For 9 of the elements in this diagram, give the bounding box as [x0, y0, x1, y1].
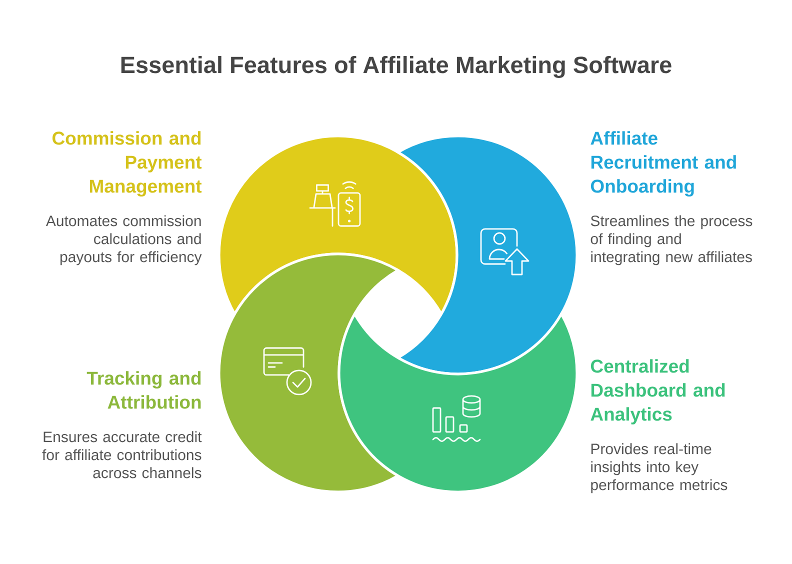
description: Automates commission calculations and payouts for efficiency — [46, 215, 202, 266]
heading: Centralized Dashboard and Analytics — [590, 359, 725, 424]
description: Ensures accurate credit for affiliate contributions across channels — [42, 431, 202, 478]
title: Essential Features of Affiliate Marketing Software — [121, 56, 672, 78]
heading: Tracking and Attribution — [86, 371, 201, 409]
description: Streamlines the process of finding and integrating new affiliates — [590, 215, 752, 266]
heading: Affiliate Recruitment and Onboarding — [590, 131, 736, 197]
heading: Commission and Payment Management — [52, 131, 202, 197]
description: Provides real-time insights into key performance metrics — [591, 443, 728, 494]
